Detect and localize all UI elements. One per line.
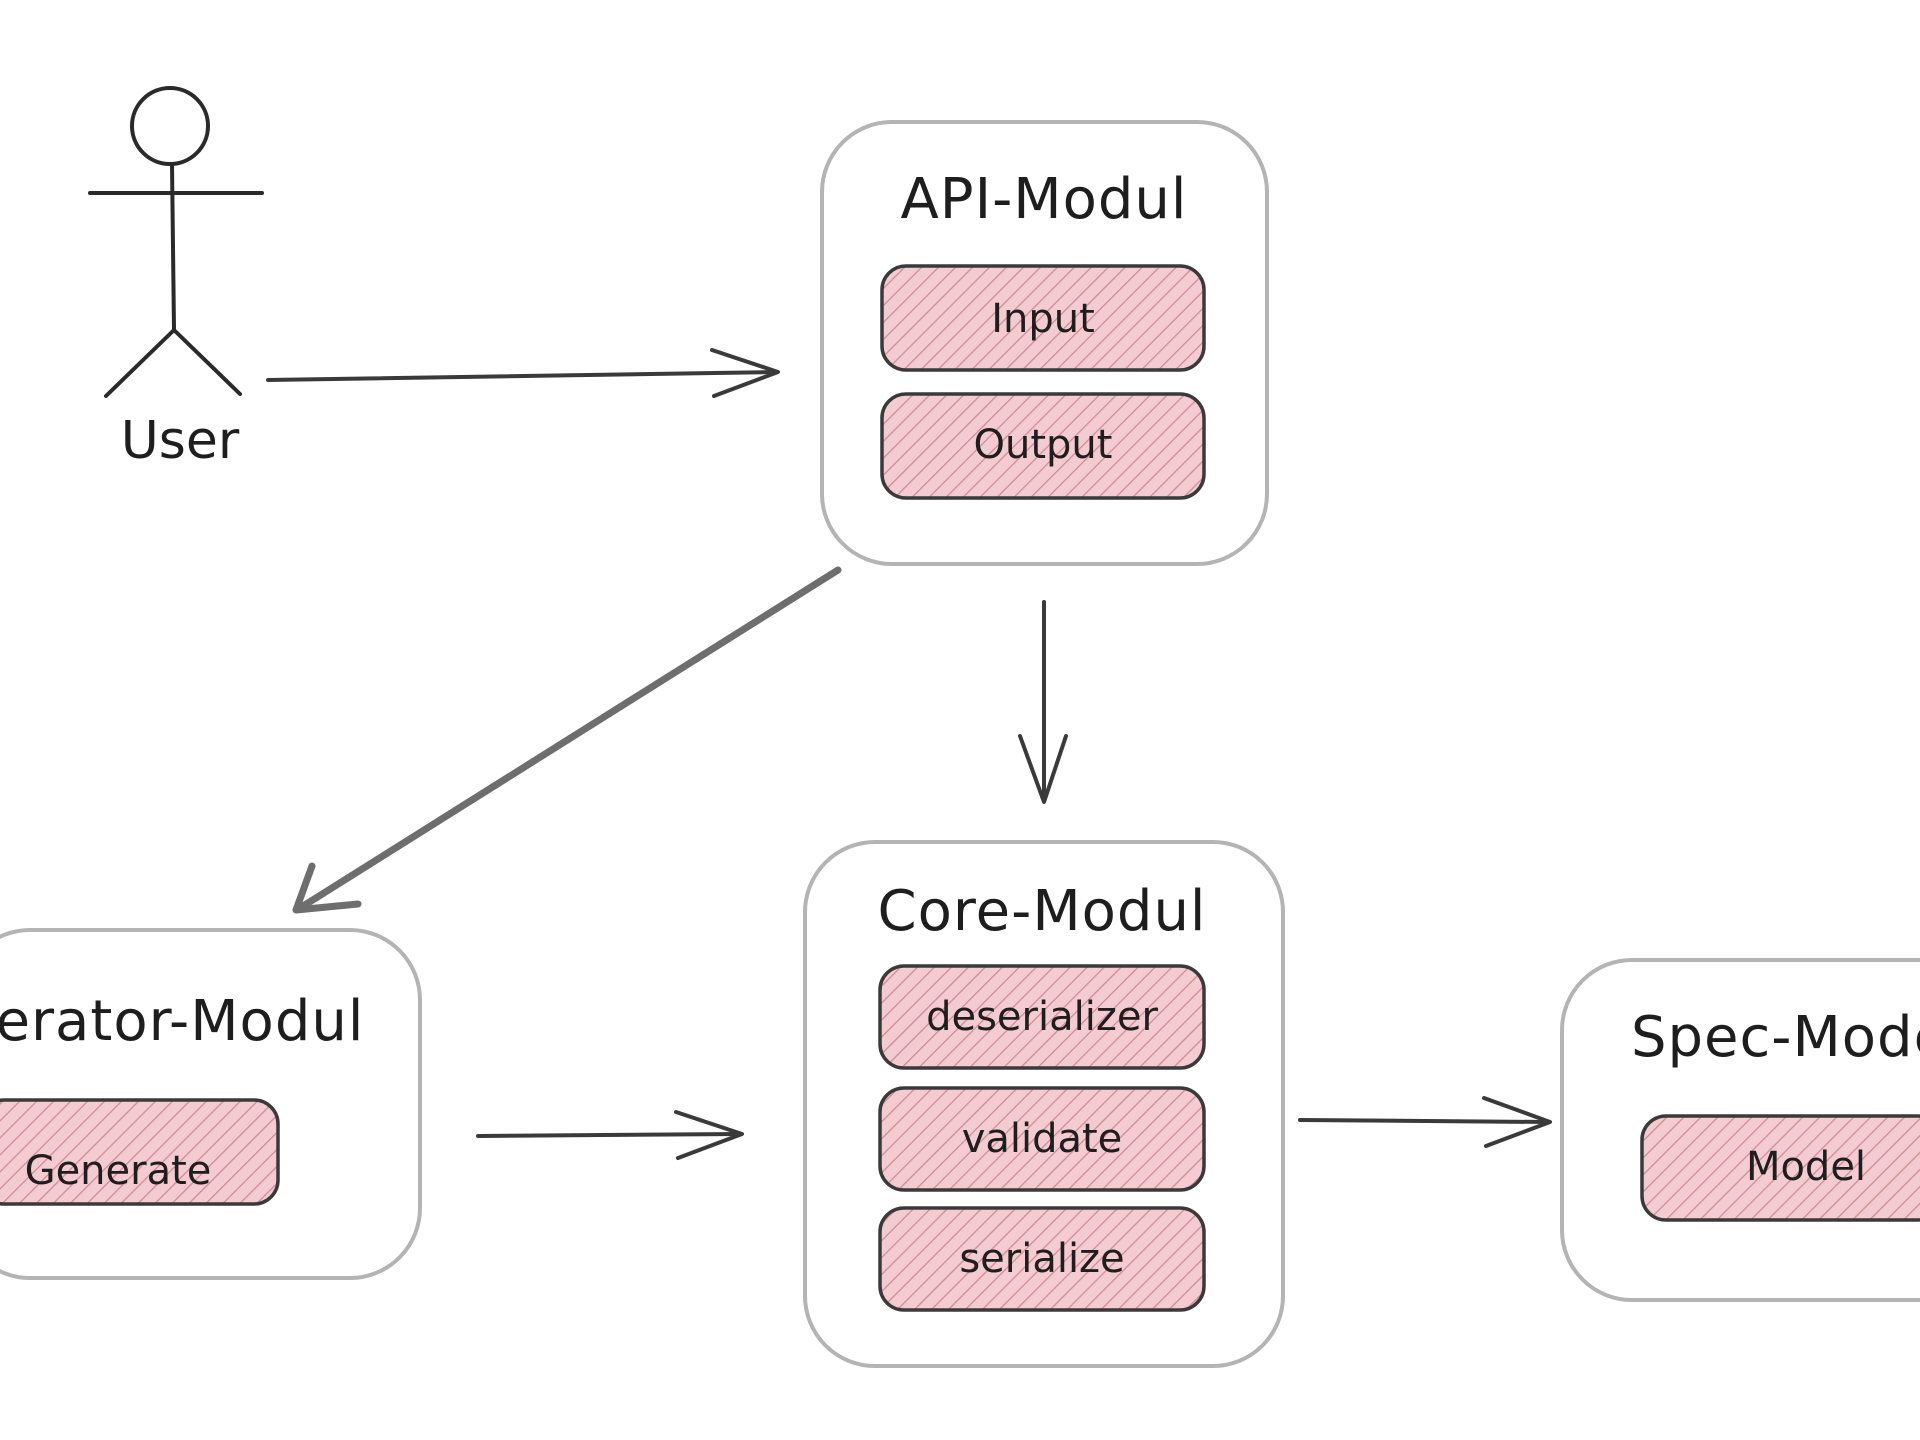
core-deserializer-box bbox=[878, 964, 1206, 1070]
arrow-core-to-spec bbox=[1298, 1096, 1552, 1148]
api-output-box bbox=[880, 392, 1206, 500]
api-module-box bbox=[820, 120, 1269, 566]
arrow-user-to-api bbox=[266, 348, 780, 398]
actor-body bbox=[170, 162, 176, 332]
generator-generate-label: Generate bbox=[25, 1148, 212, 1194]
arrow-generator-to-core bbox=[476, 1110, 744, 1160]
spec-model-box bbox=[1640, 1114, 1920, 1222]
core-module-box bbox=[803, 840, 1285, 1368]
actor-right-leg bbox=[172, 328, 242, 396]
core-validate-label: validate bbox=[962, 1116, 1123, 1162]
generator-module-title: erator-Modul bbox=[0, 989, 364, 1054]
core-deserializer-label: deserializer bbox=[926, 994, 1158, 1040]
core-module: Core-Modul deserializer validate seriali… bbox=[803, 840, 1285, 1368]
generator-module-box bbox=[0, 928, 422, 1280]
spec-model-label: Model bbox=[1746, 1144, 1866, 1190]
core-serialize-label: serialize bbox=[959, 1236, 1124, 1282]
actor-left-leg bbox=[104, 328, 176, 398]
api-input-label: Input bbox=[991, 296, 1095, 342]
api-output-label: Output bbox=[974, 422, 1113, 468]
core-serialize-box bbox=[878, 1206, 1206, 1312]
arrow-api-to-generator bbox=[292, 566, 842, 914]
spec-module-title: Spec-Mode bbox=[1631, 1005, 1920, 1070]
api-module: API-Modul Input Output bbox=[820, 120, 1269, 566]
api-input-box bbox=[880, 264, 1206, 372]
generator-module: erator-Modul Generate bbox=[0, 928, 422, 1280]
spec-module-box bbox=[1560, 958, 1920, 1302]
actor-label: User bbox=[121, 411, 240, 471]
arrow-api-to-core bbox=[1018, 600, 1068, 804]
generator-generate-box bbox=[0, 1098, 280, 1206]
core-module-title: Core-Modul bbox=[878, 879, 1207, 944]
core-validate-box bbox=[878, 1086, 1206, 1192]
actor-head bbox=[130, 86, 210, 166]
user-actor: User bbox=[88, 86, 264, 471]
api-module-title: API-Modul bbox=[901, 167, 1188, 232]
spec-module: Spec-Mode Model bbox=[1560, 958, 1920, 1302]
